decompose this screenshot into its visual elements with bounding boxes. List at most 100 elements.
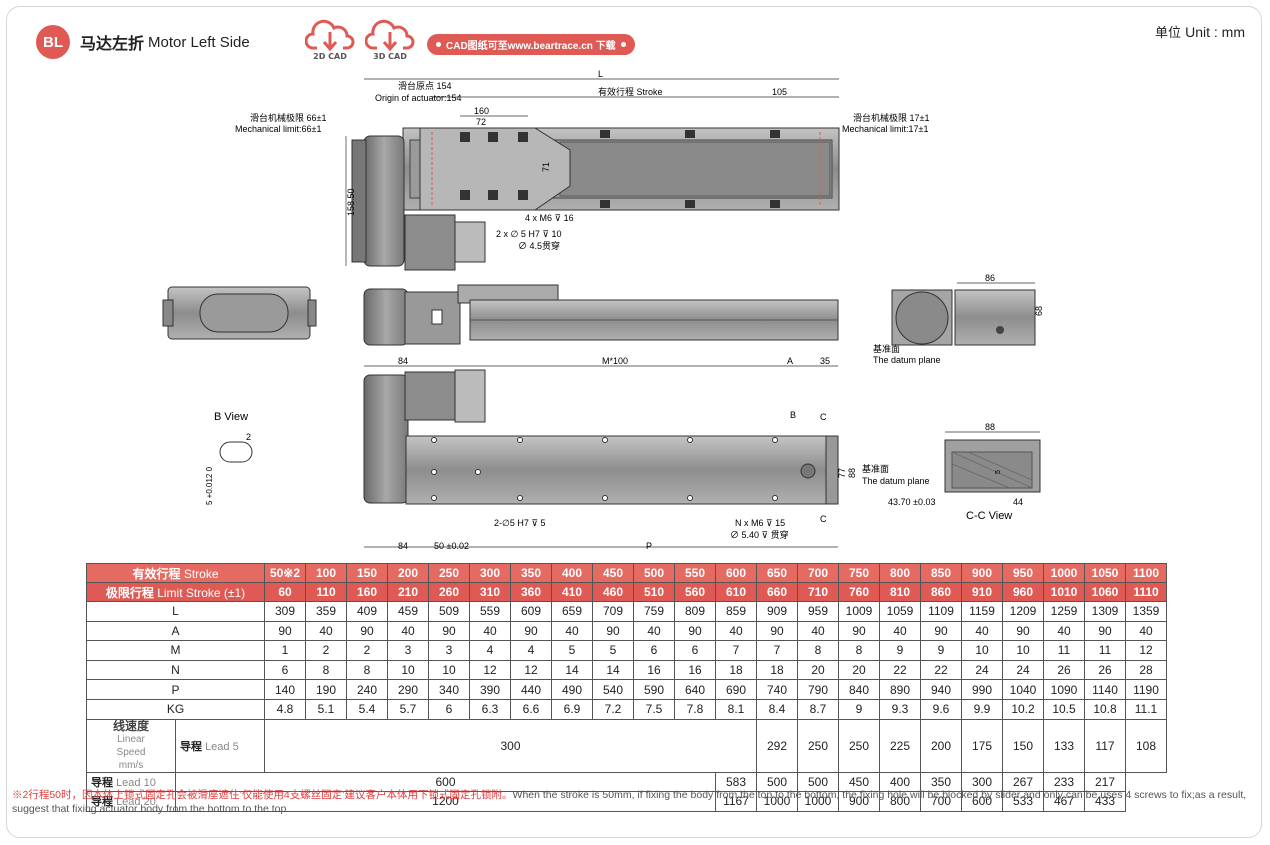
- table-cell: 1309: [1084, 601, 1126, 622]
- table-cell: 609: [510, 601, 552, 622]
- cc-view-label: C-C View: [966, 510, 1012, 522]
- cad-download-link[interactable]: CAD图纸可至www.beartrace.cn 下载: [427, 34, 635, 55]
- table-cell: 5.4: [346, 698, 388, 720]
- lead-label: 导程 Lead 5: [175, 718, 265, 773]
- bottom-view: 84 M*100 A 35 B C C 77 88 基准面 The datum …: [363, 356, 930, 551]
- table-cell: 9: [879, 640, 921, 661]
- table-cell: 8: [346, 659, 388, 681]
- table-cell: 809: [674, 601, 716, 622]
- table-cell: 150: [1002, 718, 1044, 773]
- table-cell: 90: [1002, 620, 1044, 642]
- table-cell: 190: [305, 679, 347, 700]
- table-cell: 11: [1084, 640, 1126, 661]
- footnote: ※2行程50时，因本体上锁式固定孔会被滑座遮住’仅能使用4支螺丝固定’建议客户本…: [12, 788, 1262, 816]
- table-cell: 890: [879, 679, 921, 700]
- row-label: A: [86, 620, 265, 642]
- limit-cell: 1010: [1043, 582, 1085, 602]
- table-cell: 40: [387, 620, 429, 642]
- table-cell: 9.6: [920, 698, 962, 720]
- stroke-header: 有效行程 Stroke: [86, 563, 265, 583]
- stroke-cell: 850: [920, 563, 962, 583]
- stroke-cell: 50※2: [264, 563, 306, 583]
- hole-note-1: 4 x M6 ⊽ 16: [525, 213, 574, 223]
- front-view: 86 68 基准面 The datum plane: [873, 273, 1044, 365]
- limit-row: 极限行程 Limit Stroke (±1) 60 110 160 210 26…: [86, 582, 1167, 602]
- lead-label: 导程 Lead 10: [86, 771, 176, 793]
- table-cell: 12: [510, 659, 552, 681]
- cad-2d-download[interactable]: 2D CAD: [302, 18, 358, 61]
- table-cell: 290: [387, 679, 429, 700]
- limit-cell: 1110: [1125, 582, 1167, 602]
- title-cn: 马达左折: [80, 34, 145, 53]
- table-cell: 90: [264, 620, 306, 642]
- stroke-cell: 150: [346, 563, 388, 583]
- cad-3d-download[interactable]: 3D CAD: [362, 18, 418, 61]
- table-cell: 108: [1125, 718, 1167, 773]
- limit-cell: 960: [1002, 582, 1044, 602]
- label-B: B: [790, 410, 796, 420]
- table-cell: 90: [592, 620, 634, 642]
- table-cell: 7: [715, 640, 757, 661]
- table-cell: 9.9: [961, 698, 1003, 720]
- table-cell: 90: [920, 620, 962, 642]
- table-cell: 5: [551, 640, 593, 661]
- table-cell: 700: [920, 791, 962, 812]
- cloud-download-icon: [365, 19, 415, 52]
- side-view: [363, 284, 839, 346]
- stroke-cell: 650: [756, 563, 798, 583]
- limit-cell: 410: [551, 582, 593, 602]
- dim-L: L: [598, 69, 603, 79]
- limit-cell: 360: [510, 582, 552, 602]
- table-cell: 9.3: [879, 698, 921, 720]
- table-cell: 40: [1043, 620, 1085, 642]
- table-cell: 1159: [961, 601, 1003, 622]
- b-view-label: B View: [214, 411, 248, 423]
- table-cell: 8.1: [715, 698, 757, 720]
- table-cell: 10.2: [1002, 698, 1044, 720]
- mech-right-cn: 滑台机械极限 17±1: [853, 112, 929, 123]
- label-C-bottom: C: [820, 514, 827, 524]
- dim-43-70: 43.70 ±0.03: [888, 497, 935, 507]
- limit-cell: 510: [633, 582, 675, 602]
- limit-cell: 60: [264, 582, 306, 602]
- dim-stroke: 有效行程 Stroke: [598, 86, 663, 97]
- table-cell: 292: [756, 718, 798, 773]
- table-cell: 1359: [1125, 601, 1167, 622]
- table-cell: 7: [756, 640, 798, 661]
- table-cell: 133: [1043, 718, 1085, 773]
- dim-P: P: [646, 541, 652, 551]
- table-cell: 4: [510, 640, 552, 661]
- stroke-cell: 200: [387, 563, 429, 583]
- table-cell: 340: [428, 679, 470, 700]
- table-cell: 8: [305, 659, 347, 681]
- table-cell: 40: [305, 620, 347, 642]
- limit-cell: 810: [879, 582, 921, 602]
- table-cell: 10.5: [1043, 698, 1085, 720]
- row-label: M: [86, 640, 265, 661]
- table-cell: 840: [838, 679, 880, 700]
- stroke-cell: 1050: [1084, 563, 1126, 583]
- limit-cell: 110: [305, 582, 347, 602]
- table-cell: 40: [469, 620, 511, 642]
- table-cell: 10: [961, 640, 1003, 661]
- table-cell: 900: [838, 791, 880, 812]
- mech-left-cn: 滑台机械极限 66±1: [250, 112, 326, 123]
- table-cell: 6.9: [551, 698, 593, 720]
- table-cell: 740: [756, 679, 798, 700]
- table-cell: 659: [551, 601, 593, 622]
- table-cell: 309: [264, 601, 306, 622]
- table-cell: 1059: [879, 601, 921, 622]
- origin-en: Origin of actuator:154: [375, 93, 462, 103]
- table-cell: 759: [633, 601, 675, 622]
- cad-2d-label: 2D CAD: [313, 52, 347, 61]
- table-cell: 509: [428, 601, 470, 622]
- b-view-2: 2: [246, 432, 251, 442]
- hole-note-5: N x M6 ⊽ 15: [735, 518, 785, 528]
- dim-35: 35: [820, 356, 830, 366]
- table-cell: 200: [920, 718, 962, 773]
- table-cell: 490: [551, 679, 593, 700]
- dim-71: 71: [541, 162, 551, 172]
- table-cell: 433: [1084, 791, 1126, 812]
- limit-header: 极限行程 Limit Stroke (±1): [86, 582, 265, 602]
- page-frame: [6, 6, 1262, 838]
